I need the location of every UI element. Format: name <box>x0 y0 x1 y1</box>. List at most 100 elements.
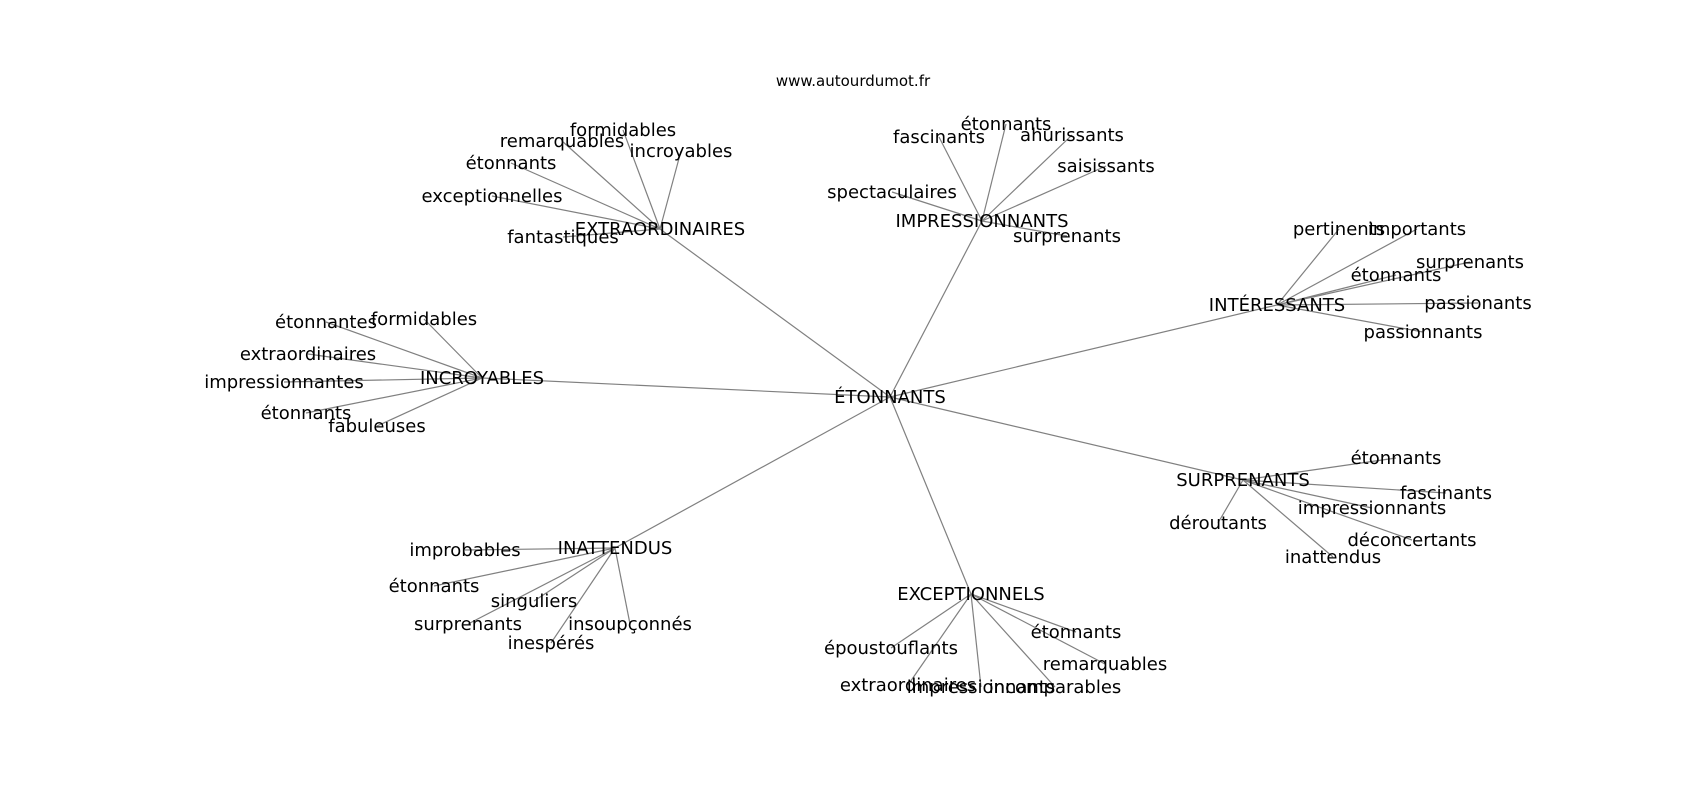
leaf-node-surprenants[interactable]: impressionnants <box>1298 498 1447 519</box>
edge-inattendus-2 <box>533 547 616 602</box>
edge-surprenants-1 <box>1242 479 1447 494</box>
leaf-node-interessants[interactable]: importants <box>1368 219 1466 240</box>
edge-extraordinaires-3 <box>510 162 661 230</box>
leaf-node-incroyables[interactable]: fabuleuses <box>328 416 426 437</box>
root-node[interactable]: ÉTONNANTS <box>834 386 946 408</box>
edge-impressionnants-1 <box>938 136 983 222</box>
edge-exceptionnels-3 <box>907 593 972 686</box>
leaf-node-impressionnants[interactable]: saisissants <box>1057 156 1154 177</box>
edge-surprenants-0 <box>1242 457 1397 481</box>
leaf-node-surprenants[interactable]: inattendus <box>1285 547 1381 568</box>
leaf-node-surprenants[interactable]: étonnants <box>1351 448 1442 469</box>
edge-surprenants-5 <box>1242 479 1334 558</box>
leaf-node-inattendus[interactable]: singuliers <box>491 591 577 612</box>
leaf-node-impressionnants[interactable]: étonnants <box>961 114 1052 135</box>
edge-interessants-3 <box>1276 274 1397 306</box>
edge-exceptionnels-4 <box>970 593 982 688</box>
leaf-node-inattendus[interactable]: étonnants <box>389 576 480 597</box>
edge-impressionnants-4 <box>891 191 983 222</box>
edge-extraordinaires-1 <box>561 140 661 230</box>
leaf-node-incroyables[interactable]: étonnants <box>261 403 352 424</box>
leaf-node-surprenants[interactable]: déroutants <box>1169 513 1267 534</box>
edge-root-incroyables <box>481 377 891 398</box>
edge-incroyables-4 <box>305 377 483 414</box>
leaf-node-impressionnants[interactable]: surprenants <box>1013 226 1121 247</box>
leaf-node-exceptionnels[interactable]: époustouflants <box>824 638 958 659</box>
leaf-node-extraordinaires[interactable]: fantastiques <box>507 227 619 248</box>
edge-incroyables-1 <box>423 318 483 379</box>
edge-extraordinaires-5 <box>562 228 661 238</box>
edge-impressionnants-5 <box>981 220 1068 237</box>
hub-node-inattendus[interactable]: INATTENDUS <box>558 538 673 559</box>
edge-exceptionnels-1 <box>890 593 972 649</box>
leaf-node-surprenants[interactable]: fascinants <box>1400 483 1492 504</box>
leaf-node-interessants[interactable]: surprenants <box>1416 252 1524 273</box>
leaf-node-incroyables[interactable]: formidables <box>371 309 477 330</box>
leaf-node-impressionnants[interactable]: spectaculaires <box>827 182 957 203</box>
leaf-node-interessants[interactable]: passionants <box>1424 293 1532 314</box>
leaf-node-interessants[interactable]: pertinents <box>1293 219 1385 240</box>
leaf-node-impressionnants[interactable]: ahurissants <box>1020 125 1124 146</box>
leaf-node-extraordinaires[interactable]: remarquables <box>500 131 624 152</box>
leaf-node-interessants[interactable]: étonnants <box>1351 265 1442 286</box>
leaf-node-inattendus[interactable]: insoupçonnés <box>568 614 692 635</box>
leaf-node-interessants[interactable]: passionnants <box>1364 322 1483 343</box>
edge-exceptionnels-5 <box>970 593 1056 688</box>
leaf-node-exceptionnels[interactable]: étonnants <box>1031 622 1122 643</box>
leaf-node-inattendus[interactable]: surprenants <box>414 614 522 635</box>
edge-impressionnants-0 <box>981 123 1007 222</box>
leaf-node-surprenants[interactable]: déconcertants <box>1347 530 1476 551</box>
leaf-node-incroyables[interactable]: étonnantes <box>275 312 377 333</box>
leaf-node-exceptionnels[interactable]: extraordinaires <box>840 675 976 696</box>
edge-extraordinaires-2 <box>659 150 682 230</box>
edge-root-impressionnants <box>889 220 983 398</box>
graph-labels: www.autourdumot.fr ÉTONNANTS EXTRAORDINAI… <box>204 72 1532 698</box>
edge-incroyables-0 <box>325 321 483 379</box>
edge-impressionnants-2 <box>981 134 1073 222</box>
leaf-node-impressionnants[interactable]: fascinants <box>893 127 985 148</box>
edge-interessants-1 <box>1276 228 1418 306</box>
edge-inattendus-3 <box>467 547 616 625</box>
edge-exceptionnels-2 <box>970 593 1106 665</box>
hub-node-surprenants[interactable]: SURPRENANTS <box>1176 470 1310 491</box>
leaf-node-inattendus[interactable]: improbables <box>409 540 520 561</box>
hub-node-interessants[interactable]: INTÉRESSANTS <box>1209 294 1345 316</box>
graph-edges <box>283 123 1479 688</box>
hub-node-impressionnants[interactable]: IMPRESSIONNANTS <box>895 211 1068 232</box>
leaf-node-exceptionnels[interactable]: remarquables <box>1043 654 1167 675</box>
edge-incroyables-2 <box>307 353 483 379</box>
edge-surprenants-4 <box>1242 479 1413 541</box>
leaf-node-extraordinaires[interactable]: formidables <box>570 120 676 141</box>
edge-surprenants-2 <box>1242 479 1373 509</box>
edge-surprenants-3 <box>1217 479 1244 524</box>
edge-incroyables-3 <box>283 377 483 383</box>
edge-extraordinaires-4 <box>491 195 661 230</box>
hub-node-extraordinaires[interactable]: EXTRAORDINAIRES <box>575 219 745 240</box>
leaf-node-inattendus[interactable]: inespérés <box>508 633 595 654</box>
edge-interessants-0 <box>1276 228 1340 306</box>
site-watermark: www.autourdumot.fr <box>776 72 931 90</box>
edge-inattendus-4 <box>614 547 631 625</box>
edge-impressionnants-3 <box>981 165 1107 222</box>
edge-root-extraordinaires <box>659 228 891 398</box>
hub-node-exceptionnels[interactable]: EXCEPTIONNELS <box>897 584 1044 605</box>
edge-root-inattendus <box>614 396 891 549</box>
edge-root-interessants <box>889 304 1278 398</box>
edge-interessants-5 <box>1276 304 1424 333</box>
hub-node-incroyables[interactable]: INCROYABLES <box>420 368 544 389</box>
leaf-node-exceptionnels[interactable]: impressionnants <box>907 677 1056 698</box>
edge-exceptionnels-0 <box>970 593 1077 633</box>
edge-incroyables-5 <box>376 377 483 427</box>
leaf-node-incroyables[interactable]: impressionnantes <box>204 372 364 393</box>
leaf-node-extraordinaires[interactable]: exceptionnelles <box>422 186 563 207</box>
leaf-node-extraordinaires[interactable]: incroyables <box>630 141 733 162</box>
edge-interessants-4 <box>1276 302 1479 306</box>
edge-root-surprenants <box>889 396 1244 481</box>
leaf-node-extraordinaires[interactable]: étonnants <box>466 153 557 174</box>
edge-inattendus-5 <box>550 547 616 644</box>
edge-extraordinaires-0 <box>622 129 661 230</box>
leaf-node-exceptionnels[interactable]: incomparables <box>989 677 1122 698</box>
leaf-node-incroyables[interactable]: extraordinaires <box>240 344 376 365</box>
edge-root-exceptionnels <box>889 396 972 595</box>
edge-inattendus-0 <box>464 547 616 551</box>
